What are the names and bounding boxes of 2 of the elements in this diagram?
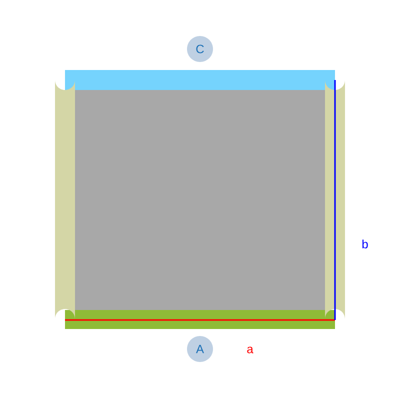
- dimension-label: b: [362, 240, 368, 248]
- dimension-label: a: [247, 346, 254, 354]
